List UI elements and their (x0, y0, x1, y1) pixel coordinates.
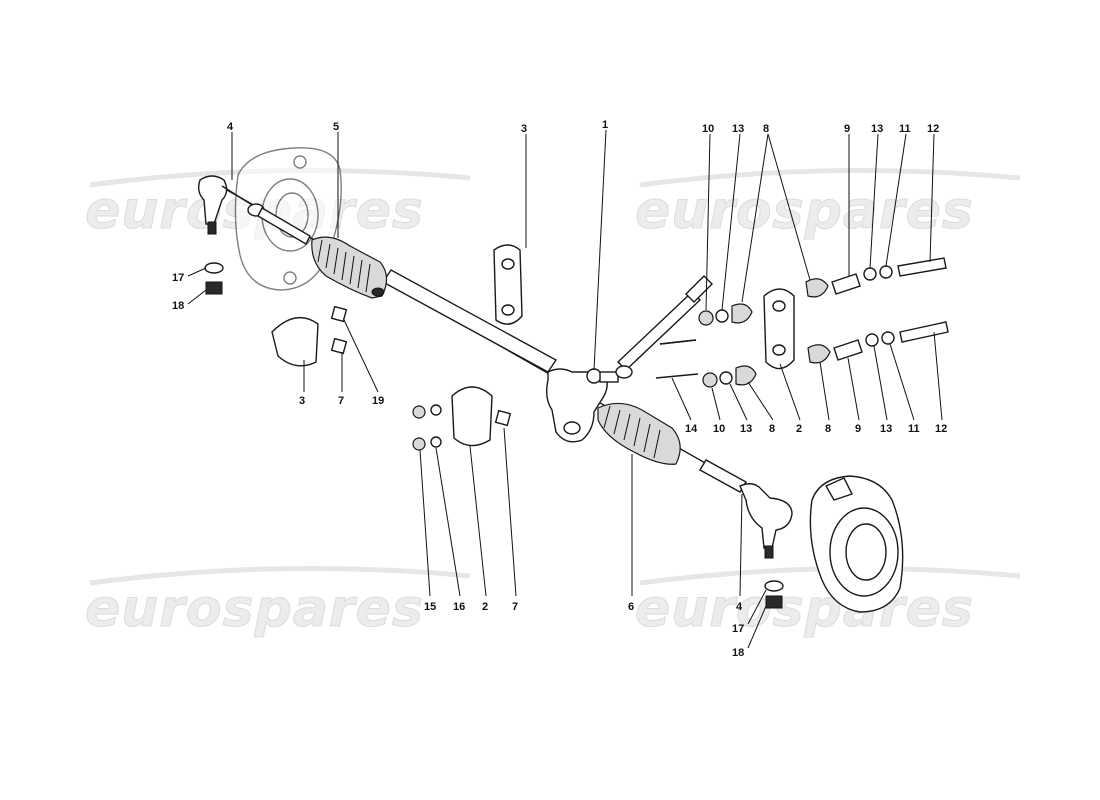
callout-10-top: 10 (702, 123, 714, 135)
callout-2-bot: 2 (482, 601, 488, 613)
watermark-bottom-left: eurospares (85, 579, 424, 639)
callout-13-low-b: 13 (880, 423, 892, 435)
callout-11-low: 11 (908, 423, 920, 435)
left-bellows-boot (311, 236, 388, 299)
stud-14 (655, 339, 699, 379)
callout-13-top-a: 13 (732, 123, 744, 135)
callout-12-top: 12 (927, 123, 939, 135)
clamp-bracket-2-right (763, 288, 795, 370)
callout-7-bot: 7 (512, 601, 518, 613)
callout-1: 1 (602, 119, 608, 131)
callout-17-left: 17 (172, 272, 184, 284)
callout-17-bot: 17 (732, 623, 744, 635)
right-tie-rod-end (739, 483, 793, 559)
leader-lines (187, 129, 943, 649)
clamp-bracket-3-top (493, 244, 523, 325)
plate-19 (330, 305, 348, 323)
clamp-bracket-3-mid (271, 316, 319, 367)
steering-damper (615, 275, 713, 379)
callout-18-left: 18 (172, 300, 184, 312)
bushings-bolts-bottom (702, 321, 949, 388)
rack-tube (219, 185, 771, 501)
callout-15: 15 (424, 601, 436, 613)
callout-3-top: 3 (521, 123, 527, 135)
callout-8-top: 8 (763, 123, 769, 135)
left-washer-nut (204, 262, 224, 295)
callout-4-bot: 4 (736, 601, 743, 613)
plate-7-right (494, 409, 512, 427)
bushings-bolts-top (698, 257, 947, 326)
callout-labels: 4 5 3 1 10 13 8 9 13 11 12 17 18 3 7 19 … (172, 119, 947, 659)
callout-10-low: 10 (713, 423, 725, 435)
left-tie-rod-end (197, 175, 311, 245)
callout-9-top: 9 (844, 123, 850, 135)
callout-7-mid: 7 (338, 395, 344, 407)
right-bellows-boot (597, 402, 681, 465)
clamp-bracket-2-mid (451, 386, 493, 447)
callout-9-low: 9 (855, 423, 861, 435)
callout-13-low-a: 13 (740, 423, 752, 435)
nuts-washers-15-16 (412, 404, 442, 451)
callout-19: 19 (372, 395, 384, 407)
callout-11-top: 11 (899, 123, 911, 135)
callout-14: 14 (685, 423, 698, 435)
watermark-top-right: eurospares (635, 181, 974, 241)
callout-3-mid: 3 (299, 395, 305, 407)
rack-gear-housing (545, 368, 619, 443)
right-washer-nut (764, 580, 784, 609)
callout-5: 5 (333, 121, 339, 133)
callout-8-low-b: 8 (825, 423, 831, 435)
callout-4-top: 4 (227, 121, 234, 133)
plate-7-left (330, 337, 348, 355)
callout-12-low: 12 (935, 423, 947, 435)
callout-2-low: 2 (796, 423, 802, 435)
callout-18-bot: 18 (732, 647, 744, 659)
callout-8-low-a: 8 (769, 423, 775, 435)
callout-6: 6 (628, 601, 634, 613)
callout-16: 16 (453, 601, 465, 613)
callout-13-top-b: 13 (871, 123, 883, 135)
watermark-bottom-right: eurospares (635, 579, 974, 639)
right-steering-knuckle (809, 475, 904, 613)
